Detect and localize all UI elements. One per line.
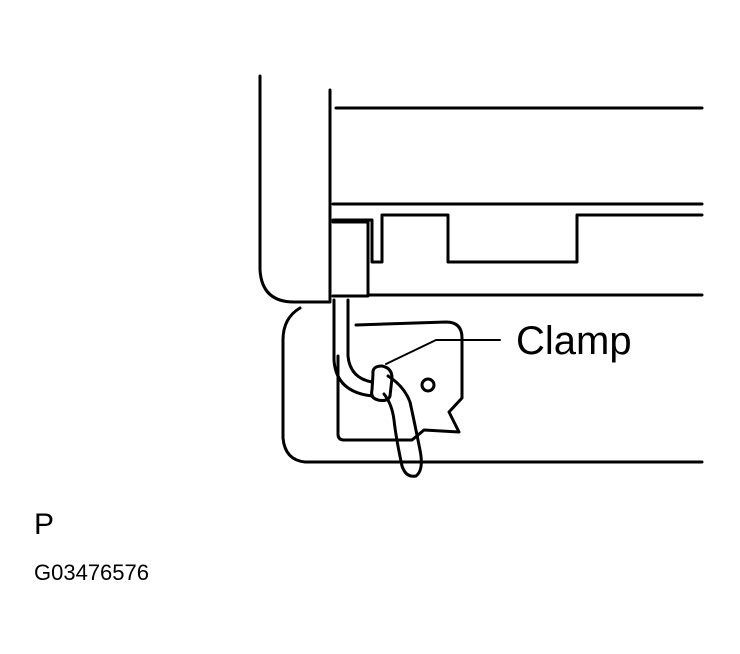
clamp-label: Clamp — [516, 319, 632, 363]
lower-housing-outline — [281, 306, 704, 464]
clamp-body — [370, 364, 394, 402]
upper-panel-outline — [258, 74, 332, 304]
figure-code-label: G03476576 — [34, 560, 149, 585]
wire-outer — [332, 298, 374, 398]
wire-strand — [382, 374, 423, 478]
notched-rail — [331, 213, 704, 264]
clamp-leader-line — [385, 339, 501, 365]
mounting-hole — [420, 377, 436, 393]
bracket-plate — [336, 320, 464, 442]
wire-inner — [346, 298, 374, 384]
corner-block — [331, 220, 370, 298]
view-letter-label: P — [34, 508, 54, 541]
